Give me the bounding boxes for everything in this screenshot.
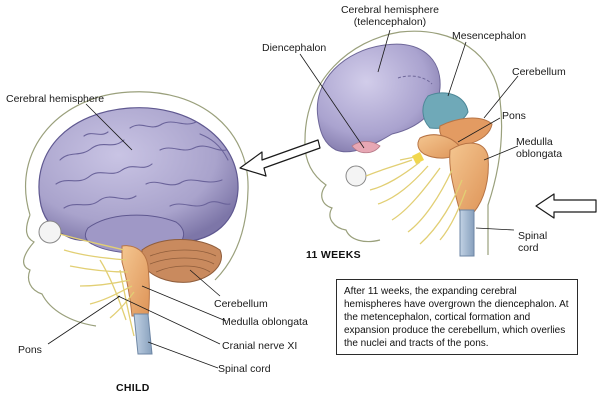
fetal-cerebral-hemisphere	[316, 43, 441, 153]
fetal-medulla	[449, 142, 489, 213]
label-cerebral-hemisphere-telencephalon: Cerebral hemisphere (telencephalon)	[338, 4, 442, 28]
label-pons-child: Pons	[18, 344, 42, 356]
label-line: cord	[518, 242, 539, 254]
child-eye	[38, 220, 62, 244]
label-pons-fetal: Pons	[502, 110, 526, 122]
leader-lines	[47, 29, 519, 369]
description-box: After 11 weeks, the expanding cerebral h…	[336, 279, 578, 355]
child-brainstem	[121, 245, 150, 317]
label-mesencephalon: Mesencephalon	[452, 30, 527, 42]
fetal-nerves	[365, 155, 467, 245]
label-spinal-cord-child: Spinal cord	[218, 363, 271, 375]
child-skin-outline	[23, 91, 249, 327]
child-cerebral-hemisphere	[38, 107, 239, 244]
caption-11-weeks: 11 WEEKS	[306, 249, 361, 261]
fetal-spinal-cord	[459, 209, 475, 257]
label-cranial-nerve-xi: Cranial nerve XI	[222, 340, 298, 352]
label-line: Spinal	[518, 230, 548, 242]
fetal-diencephalon	[351, 141, 381, 154]
child-head	[23, 91, 249, 355]
label-cerebellum-fetal: Cerebellum	[512, 66, 566, 78]
child-cerebellum-folia	[149, 249, 217, 273]
description-text: After 11 weeks, the expanding cerebral h…	[344, 286, 569, 349]
fetal-eye	[345, 165, 367, 187]
label-cerebellum-child: Cerebellum	[214, 298, 268, 310]
label-cerebral-hemisphere-child: Cerebral hemisphere	[6, 93, 105, 105]
fetal-skin-outline	[304, 30, 503, 255]
label-line: Medulla	[516, 136, 553, 148]
label-diencephalon: Diencephalon	[262, 42, 327, 54]
label-medulla-oblongata-child: Medulla oblongata	[222, 316, 308, 328]
label-line: Cerebral hemisphere	[340, 4, 440, 16]
fetal-yellow-node	[412, 152, 424, 164]
label-medulla-oblongata-fetal: Medulla oblongata	[516, 136, 562, 160]
label-spinal-cord-fetal: Spinal cord	[518, 230, 547, 254]
child-nerves	[59, 233, 135, 337]
child-spinal-cord	[133, 313, 153, 355]
left-pointing-arrow-right-icon	[535, 193, 597, 219]
label-line: (telencephalon)	[353, 16, 427, 28]
caption-child: CHILD	[116, 382, 150, 394]
child-cerebellum	[141, 239, 222, 283]
label-line: oblongata	[516, 148, 563, 160]
fetal-head	[304, 30, 503, 257]
left-pointing-arrow-icon	[239, 139, 321, 177]
